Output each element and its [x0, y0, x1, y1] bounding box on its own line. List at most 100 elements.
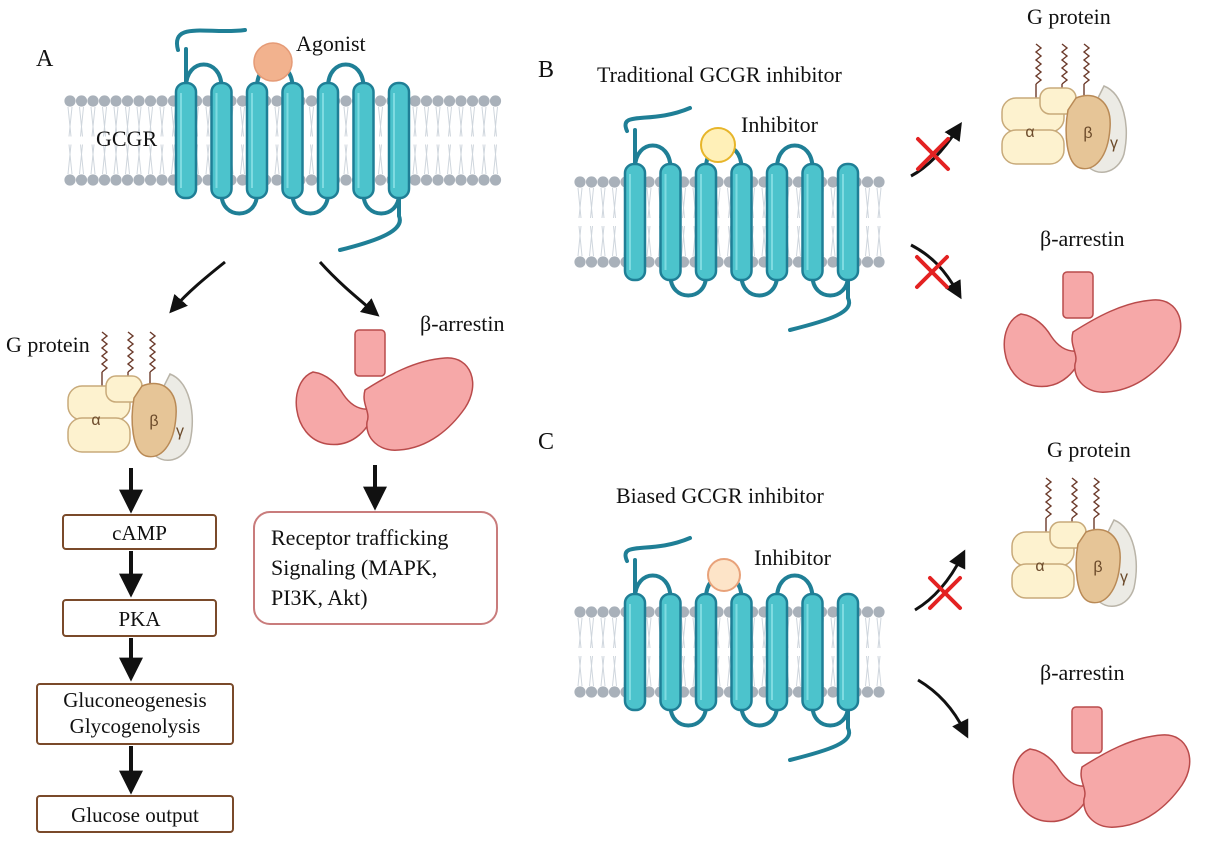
- beta-subunit: [1065, 94, 1111, 170]
- lipid-tail: [577, 617, 582, 649]
- alpha-subunit-lower: [1001, 129, 1065, 165]
- lipid-head: [110, 95, 122, 107]
- block-stroke: [928, 576, 962, 610]
- lipid-tail: [682, 187, 686, 219]
- lipid-head: [608, 256, 621, 268]
- lipid-tail: [206, 106, 211, 137]
- c-g-protein-block: [928, 576, 962, 610]
- lipid-tail: [796, 225, 800, 257]
- lipid-tail: [681, 225, 685, 257]
- lipid-tail: [613, 187, 617, 219]
- lipid-head: [75, 95, 88, 107]
- lipid-tail: [102, 106, 106, 137]
- camp-box: [62, 514, 217, 550]
- lipid-tail: [577, 187, 582, 219]
- intracellular-loop: [668, 705, 708, 728]
- lipid-tail: [103, 106, 107, 137]
- lipid-tail: [436, 106, 441, 137]
- lipid-tail: [646, 617, 651, 649]
- lipid-tail: [206, 144, 211, 175]
- lipid-tail: [103, 144, 107, 175]
- panel-b-receptor: [623, 106, 860, 332]
- lipid-tail: [762, 617, 767, 649]
- transmembrane-helix: [623, 162, 647, 282]
- effect-line-2: Signaling (MAPK,: [271, 555, 437, 580]
- arrestin-effects-box: [253, 511, 498, 625]
- lipid-tail: [647, 617, 652, 649]
- pka-label: PKA: [118, 607, 161, 631]
- lipid-head: [87, 174, 99, 186]
- lipid-tail: [830, 655, 835, 687]
- lipid-head: [87, 95, 99, 107]
- lipid-tail: [481, 144, 486, 175]
- lipid-tail: [205, 106, 210, 137]
- b-arrestin-label: β-arrestin: [1040, 226, 1125, 251]
- lipid-tail: [447, 106, 451, 137]
- lipid-tail: [481, 106, 486, 137]
- lipid-tail: [471, 106, 475, 137]
- lipid-tail: [126, 106, 130, 137]
- lipid-tail: [379, 144, 383, 175]
- lipid-head: [608, 686, 621, 698]
- lipid-tail: [482, 144, 487, 175]
- lipid-tail: [590, 655, 594, 687]
- transmembrane-helix: [694, 162, 718, 282]
- lipid-tail: [436, 144, 441, 175]
- intracellular-loop: [219, 193, 259, 216]
- lipid-tail: [681, 187, 685, 219]
- alpha-symbol: α: [1025, 124, 1034, 141]
- effect-line-3: PI3K, Akt): [271, 585, 368, 610]
- lipid-tail: [612, 187, 616, 219]
- lipid-anchor: [148, 331, 157, 373]
- arrestin-tail: [354, 329, 386, 377]
- extracellular-loop: [775, 143, 815, 169]
- lipid-tail: [647, 225, 652, 257]
- receptor-label: GCGR: [96, 126, 157, 151]
- lipid-head: [98, 174, 111, 186]
- lipid-head: [420, 95, 433, 107]
- lipid-tail: [831, 225, 836, 257]
- lipid-tail: [68, 144, 73, 175]
- arrestin-n-domain: [1012, 748, 1093, 823]
- lipid-head: [144, 174, 157, 186]
- lipid-tail: [448, 106, 452, 137]
- lipid-tail: [310, 106, 314, 137]
- lipid-tail: [578, 225, 583, 257]
- lipid-tail: [716, 187, 721, 219]
- lipid-tail: [413, 144, 418, 175]
- lipid-tail: [91, 106, 96, 137]
- lipid-tail: [865, 617, 869, 649]
- b-arrestin-block: [915, 255, 949, 289]
- lipid-head: [340, 95, 352, 107]
- lipid-tail: [600, 225, 605, 257]
- lipid-tail: [762, 187, 767, 219]
- lipid-head: [574, 606, 586, 618]
- transmembrane-helix: [765, 592, 789, 712]
- lipid-tail: [79, 144, 83, 175]
- lipid-head: [608, 176, 621, 188]
- lipid-tail: [647, 655, 652, 687]
- lipid-tail: [578, 617, 583, 649]
- lipid-tail: [796, 617, 800, 649]
- lipid-tail: [877, 225, 882, 257]
- block-stroke: [916, 137, 950, 171]
- c-inhibitor: [707, 558, 741, 592]
- lipid-tail: [424, 144, 428, 175]
- lipid-tail: [159, 106, 164, 137]
- lipid-tail: [137, 106, 142, 137]
- lipid-tail: [762, 655, 767, 687]
- lipid-head: [585, 176, 598, 188]
- lipid-tail: [435, 106, 440, 137]
- lipid-tail: [682, 225, 686, 257]
- transmembrane-helix: [836, 592, 860, 712]
- lipid-head: [340, 174, 352, 186]
- lipid-anchor: [1070, 477, 1079, 519]
- lipid-tail: [160, 106, 165, 137]
- lipid-tail: [716, 225, 721, 257]
- lipid-head: [585, 606, 598, 618]
- panel-a-receptor: [174, 28, 411, 252]
